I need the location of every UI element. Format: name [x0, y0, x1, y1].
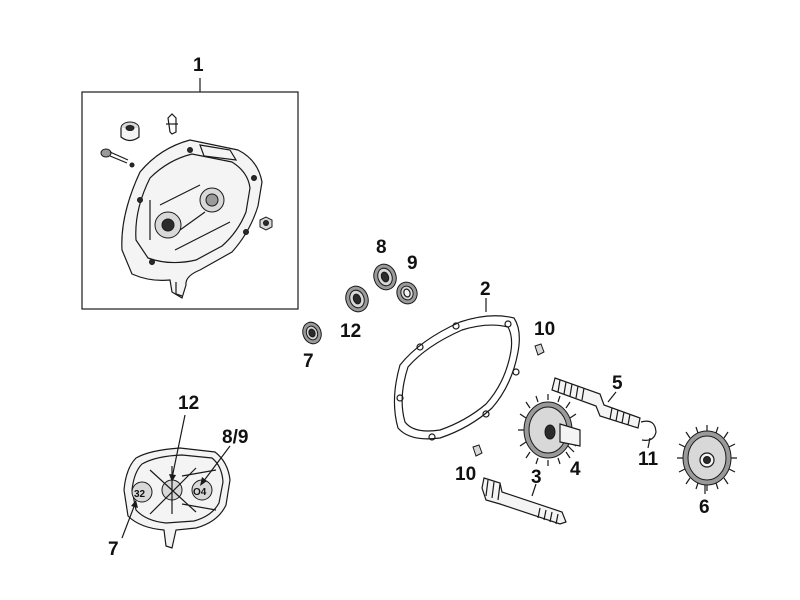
gear-6-icon [677, 425, 737, 491]
callout-6: 6 [699, 497, 710, 518]
dowel-pin-10-upper-icon [534, 343, 545, 356]
bearing-7-icon [302, 321, 322, 345]
sleeve-icon [120, 121, 140, 142]
inset-callout-8-9: 8/9 [222, 427, 249, 448]
callout-5: 5 [612, 373, 623, 394]
inset-hole-label-a: 32 [134, 489, 146, 500]
gasket-icon [393, 315, 520, 441]
bolt-icon [100, 148, 135, 168]
gear-4-icon [518, 394, 581, 466]
inset-callout-12: 12 [178, 393, 200, 414]
callout-8: 8 [376, 237, 387, 258]
bearing-12-icon [345, 285, 369, 313]
oil-seal-9-icon [396, 281, 418, 305]
inset-leader-12 [171, 414, 186, 479]
inset-callout-7: 7 [108, 539, 119, 560]
nut-icon [259, 216, 273, 231]
inset-leader-7 [121, 503, 136, 539]
inset-arrow-89 [200, 477, 207, 486]
drive-shaft-5-icon [551, 377, 641, 429]
callout-3: 3 [531, 467, 542, 488]
inset-arrow-12 [169, 474, 176, 482]
dowel-pin-10-lower-icon [472, 444, 483, 457]
inset-case-icon [123, 447, 231, 549]
leader-3 [531, 483, 537, 497]
callout-2: 2 [480, 279, 491, 300]
inset-arrow-7 [131, 500, 138, 508]
callout-10-lower: 10 [455, 464, 477, 485]
transmission-cover-icon [121, 139, 263, 299]
callout-10-upper: 10 [534, 319, 556, 340]
leader-5 [607, 391, 617, 403]
bearing-8-icon [373, 263, 397, 291]
callout-11: 11 [638, 449, 659, 470]
countershaft-3-icon [481, 477, 567, 525]
circlip-11-icon [640, 420, 657, 441]
callout-4: 4 [570, 459, 581, 480]
callout-1: 1 [193, 55, 204, 76]
callout-9: 9 [407, 253, 418, 274]
breather-fitting-icon [166, 113, 178, 135]
callout-7: 7 [303, 351, 314, 372]
callout-12: 12 [340, 321, 362, 342]
inset-leader-89 [202, 445, 231, 483]
part-1-box [81, 91, 299, 310]
inset-hole-label-b: O4 [193, 487, 207, 498]
